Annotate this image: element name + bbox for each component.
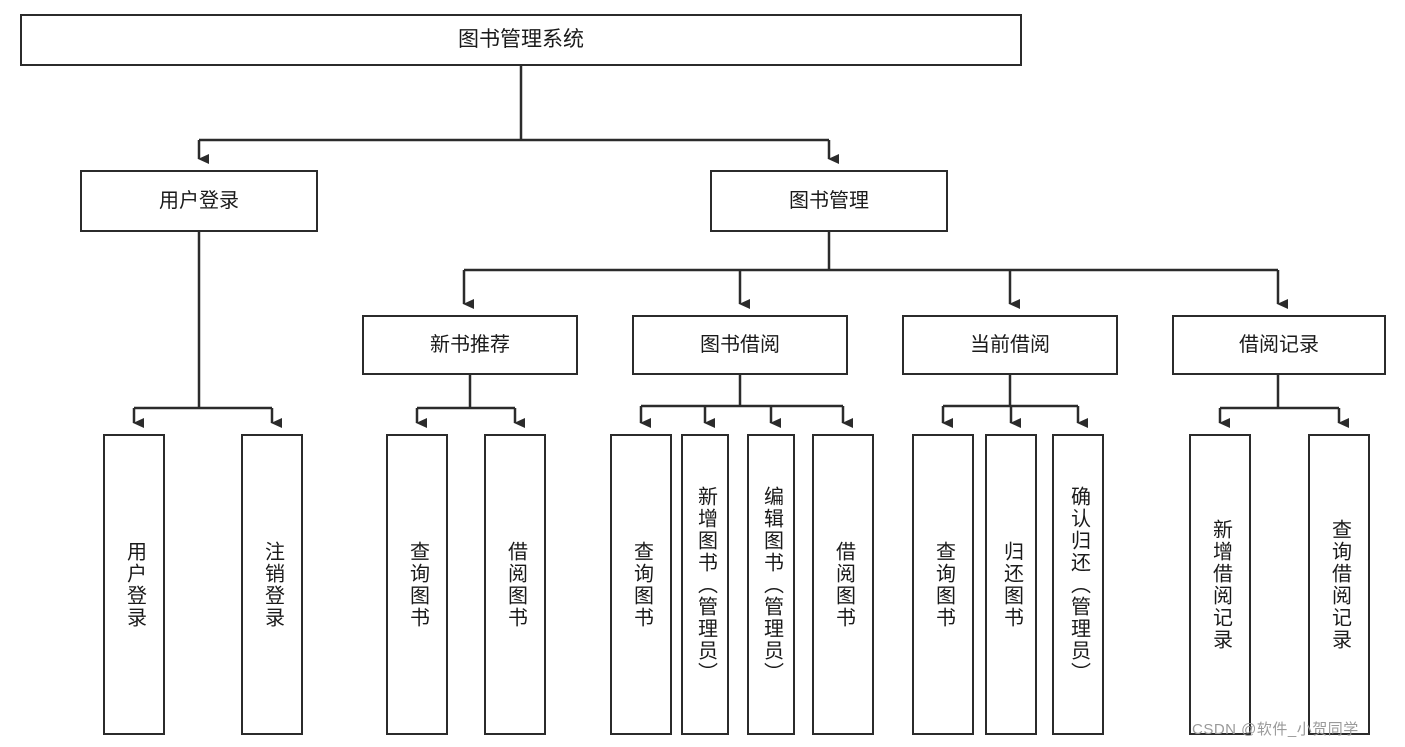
node-label: 借阅记录 bbox=[1239, 333, 1319, 356]
node-label: 查询图书 bbox=[406, 540, 429, 629]
leaf-node-leaf-cb-query[interactable]: 查询图书 bbox=[912, 434, 974, 735]
node-label: 新增借阅记录 bbox=[1209, 518, 1232, 651]
node-label: 新增图书（管理员） bbox=[694, 485, 717, 684]
leaf-node-leaf-user-login[interactable]: 用户登录 bbox=[103, 434, 165, 735]
leaf-node-leaf-nb-query[interactable]: 查询图书 bbox=[386, 434, 448, 735]
node-label: 归还图书 bbox=[1000, 540, 1023, 629]
leaf-node-leaf-cb-return[interactable]: 归还图书 bbox=[985, 434, 1037, 735]
node-label: 确认归还（管理员） bbox=[1067, 485, 1090, 684]
connector-lines bbox=[132, 66, 1349, 428]
watermark: CSDN @软件_小贺同学 bbox=[1192, 721, 1359, 738]
node-label: 查询图书 bbox=[630, 540, 653, 629]
node-borrow[interactable]: 图书借阅 bbox=[632, 315, 848, 375]
node-label: 新书推荐 bbox=[430, 333, 510, 356]
node-label: 查询图书 bbox=[932, 540, 955, 629]
node-newbook[interactable]: 新书推荐 bbox=[362, 315, 578, 375]
leaf-node-leaf-rc-add[interactable]: 新增借阅记录 bbox=[1189, 434, 1251, 735]
leaf-node-leaf-user-logout[interactable]: 注销登录 bbox=[241, 434, 303, 735]
node-label: 用户登录 bbox=[123, 540, 146, 629]
leaf-node-leaf-bw-lend[interactable]: 借阅图书 bbox=[812, 434, 874, 735]
node-current[interactable]: 当前借阅 bbox=[902, 315, 1118, 375]
leaf-node-leaf-bw-add[interactable]: 新增图书（管理员） bbox=[681, 434, 729, 735]
node-label: 图书管理系统 bbox=[458, 28, 584, 52]
node-login[interactable]: 用户登录 bbox=[80, 170, 318, 232]
node-label: 借阅图书 bbox=[504, 540, 527, 629]
node-bookmgr[interactable]: 图书管理 bbox=[710, 170, 948, 232]
node-root[interactable]: 图书管理系统 bbox=[20, 14, 1022, 66]
node-label: 图书借阅 bbox=[700, 333, 780, 356]
node-label: 注销登录 bbox=[261, 540, 284, 629]
node-label: 图书管理 bbox=[789, 189, 869, 212]
node-label: 编辑图书（管理员） bbox=[760, 485, 783, 684]
node-label: 用户登录 bbox=[159, 189, 239, 212]
leaf-node-leaf-rc-query[interactable]: 查询借阅记录 bbox=[1308, 434, 1370, 735]
leaf-node-leaf-bw-edit[interactable]: 编辑图书（管理员） bbox=[747, 434, 795, 735]
node-label: 查询借阅记录 bbox=[1328, 518, 1351, 651]
leaf-node-leaf-bw-query[interactable]: 查询图书 bbox=[610, 434, 672, 735]
leaf-node-leaf-nb-borrow[interactable]: 借阅图书 bbox=[484, 434, 546, 735]
leaf-node-leaf-cb-confirm[interactable]: 确认归还（管理员） bbox=[1052, 434, 1104, 735]
node-label: 当前借阅 bbox=[970, 333, 1050, 356]
node-label: 借阅图书 bbox=[832, 540, 855, 629]
node-records[interactable]: 借阅记录 bbox=[1172, 315, 1386, 375]
